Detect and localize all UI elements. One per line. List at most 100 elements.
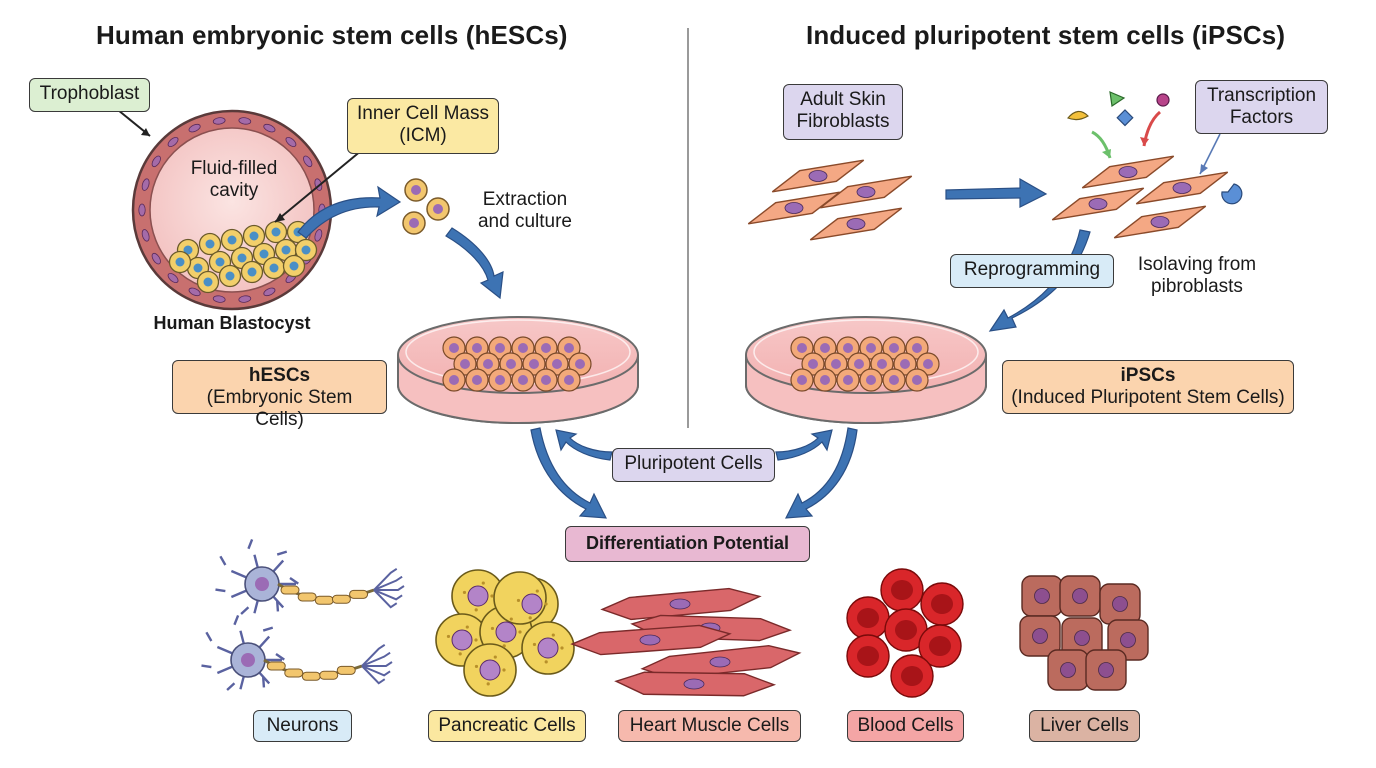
red-blood-cell-center <box>901 666 923 686</box>
granule <box>446 634 451 639</box>
granule <box>528 616 532 620</box>
axon-terminal <box>373 575 403 591</box>
stem-cell-nucleus <box>889 375 899 385</box>
granule <box>516 598 521 603</box>
hepatocyte-nucleus <box>1112 596 1128 612</box>
myelin-segment <box>280 585 300 595</box>
stem-cell-nucleus <box>575 359 585 369</box>
stem-cell-nucleus <box>866 343 876 353</box>
stem-cell-nucleus <box>506 359 516 369</box>
fibroblast-nucleus <box>808 170 828 182</box>
trophoblast-label: Trophoblast <box>29 78 150 112</box>
icm-cell-nucleus <box>193 263 203 273</box>
heart-muscle-cells-illustration <box>570 587 802 697</box>
red-blood-cell-center <box>895 620 917 640</box>
stem-cell-nucleus <box>564 343 574 353</box>
icm-cell-nucleus <box>289 261 299 271</box>
granule <box>481 581 485 585</box>
axon-terminal <box>361 665 391 677</box>
myelin-segment <box>284 668 304 678</box>
granule <box>474 608 478 612</box>
hescs-petri-dish <box>397 316 639 424</box>
trophoblast-nucleus <box>303 155 313 168</box>
blood-cells-label: Blood Cells <box>847 710 964 742</box>
axon-terminal <box>362 661 393 667</box>
trophoblast-nucleus <box>167 273 179 284</box>
arrow-extraction-to-dish <box>445 227 504 300</box>
trophoblast-nucleus <box>167 136 179 147</box>
icm-cell-nucleus <box>301 245 311 255</box>
granule <box>535 589 539 593</box>
icm-cell-nucleus <box>175 257 185 267</box>
heart-muscle-cells-label: Heart Muscle Cells <box>618 710 801 742</box>
stem-cell-nucleus <box>854 359 864 369</box>
pancreatic-nucleus <box>521 593 543 615</box>
stem-cell-nucleus <box>889 343 899 353</box>
stem-cell-nucleus <box>472 375 482 385</box>
pluripotent-cells-label: Pluripotent Cells <box>612 448 775 482</box>
icm-cell-nucleus <box>249 231 259 241</box>
granule <box>474 638 478 642</box>
arrow-pluripotent-to-ipscs <box>775 429 833 461</box>
axon-terminal <box>361 651 391 667</box>
granule <box>502 644 506 648</box>
trophoblast-nucleus <box>188 287 201 297</box>
arrow-pluripotent-to-hescs <box>555 429 613 461</box>
axon-terminal <box>361 665 386 685</box>
stem-cell-nucleus <box>912 343 922 353</box>
trophoblast-nucleus <box>263 123 276 133</box>
icm-cell-nucleus <box>215 257 225 267</box>
stem-cell-nucleus <box>529 359 539 369</box>
granule <box>532 642 537 647</box>
trophoblast-nucleus <box>314 229 323 242</box>
icm-label: Inner Cell Mass(ICM) <box>347 98 499 154</box>
blastocyst-illustration <box>131 109 333 311</box>
stem-cell-nucleus <box>449 375 459 385</box>
granule <box>502 668 506 672</box>
granule <box>544 660 548 664</box>
trophoblast-nucleus <box>263 287 276 297</box>
pancreatic-cells-label: Pancreatic Cells <box>428 710 586 742</box>
trophoblast-nucleus <box>141 178 150 191</box>
pancreatic-nucleus <box>495 621 517 643</box>
hepatocyte-nucleus <box>1120 632 1136 648</box>
myelin-segment <box>319 670 339 680</box>
myelin-segment <box>301 671 321 681</box>
myelin-segment <box>349 589 369 599</box>
trophoblast-nucleus <box>141 229 150 242</box>
trophoblast-nucleus <box>212 295 226 303</box>
icm-pointer <box>274 149 363 223</box>
myelin-segment <box>297 592 317 602</box>
hescs-label: hESCs(Embryonic Stem Cells) <box>172 360 387 430</box>
red-blood-cell-center <box>929 636 951 656</box>
granule <box>490 594 494 598</box>
icm-cell-nucleus <box>225 271 235 281</box>
neuron-nucleus <box>241 653 255 667</box>
pancreatic-nucleus <box>451 629 473 651</box>
granule <box>551 633 555 637</box>
hepatocyte-nucleus <box>1060 662 1076 678</box>
granule <box>490 626 495 631</box>
trophoblast-nucleus <box>212 117 226 125</box>
myelin-segment <box>266 661 286 671</box>
fibroblast-nucleus <box>846 218 866 230</box>
reprogramming-label: Reprogramming <box>950 254 1114 288</box>
pancreatic-nucleus <box>537 637 559 659</box>
hepatocyte-nucleus <box>1034 588 1050 604</box>
arrow-hescs-down <box>530 427 608 519</box>
fibroblast-nucleus <box>1118 166 1138 178</box>
axon-terminal <box>373 589 398 609</box>
differentiation-potential-label: Differentiation Potential <box>565 526 810 562</box>
stem-cell-nucleus <box>460 359 470 369</box>
trophoblast-nucleus <box>238 295 252 303</box>
cardiomyocyte-nucleus <box>683 678 705 690</box>
trophoblast-nucleus <box>151 252 161 265</box>
granule <box>458 652 462 656</box>
stem-cell-nucleus <box>495 343 505 353</box>
stem-cell-nucleus <box>877 359 887 369</box>
fibroblast-nucleus <box>856 186 876 198</box>
myelin-segment <box>314 595 334 605</box>
transcription-factor-molecules <box>1067 91 1243 205</box>
